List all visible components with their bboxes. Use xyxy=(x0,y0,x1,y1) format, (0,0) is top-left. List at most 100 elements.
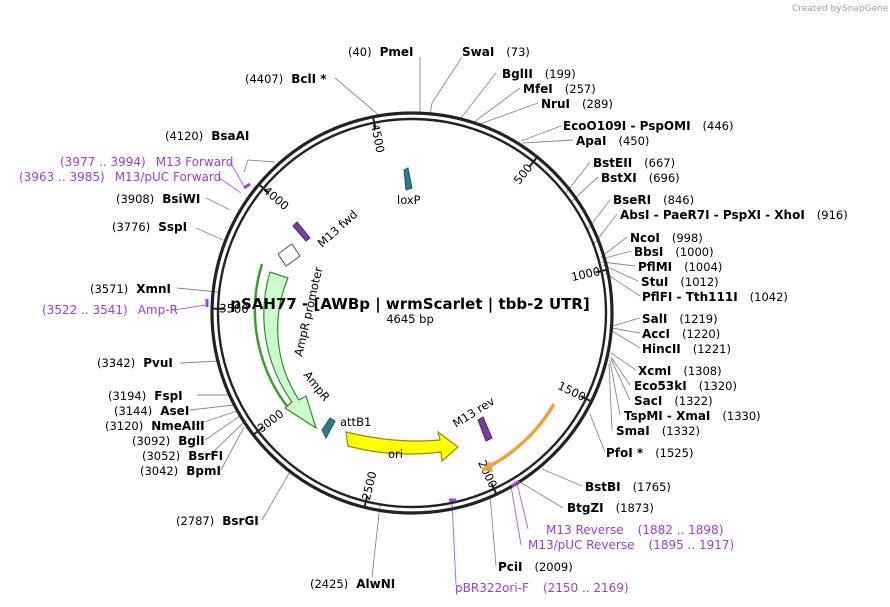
restriction-site-name[interactable]: SacI xyxy=(634,394,662,408)
primer-label[interactable]: (3963 .. 3985)M13/pUC Forward xyxy=(19,170,221,184)
restriction-site[interactable]: (3120)NmeAIII xyxy=(105,419,205,433)
restriction-site[interactable]: (3042)BpmI xyxy=(140,464,221,478)
restriction-site[interactable]: (667)BstEII xyxy=(593,156,675,170)
restriction-site[interactable]: (1221)HincII xyxy=(642,342,731,356)
restriction-site-name[interactable]: AccI xyxy=(642,327,670,341)
restriction-site-name[interactable]: NcoI xyxy=(630,231,660,245)
restriction-site-name[interactable]: BsrGI xyxy=(222,514,259,528)
restriction-site[interactable]: (1765)BstBI xyxy=(585,480,671,494)
m13-rev-feature[interactable] xyxy=(477,416,493,442)
attb1-feature[interactable] xyxy=(321,417,336,440)
restriction-site[interactable]: (1004)PflMI xyxy=(638,260,722,274)
restriction-site[interactable]: (446)EcoO109I - PspOMI xyxy=(563,119,733,133)
restriction-site[interactable]: (450)ApaI xyxy=(576,134,649,148)
restriction-site[interactable]: (289)NruI xyxy=(541,97,613,111)
restriction-site-name[interactable]: XmnI xyxy=(136,282,171,296)
primer-label[interactable]: (1882 .. 1898)M13 Reverse xyxy=(546,523,723,537)
restriction-site[interactable]: (1322)SacI xyxy=(634,394,713,408)
restriction-site-name[interactable]: PciI xyxy=(498,560,523,574)
ampr-feature-arrow[interactable] xyxy=(263,271,318,430)
restriction-site-name[interactable]: MfeI xyxy=(523,82,553,96)
primer-name[interactable]: M13 Forward xyxy=(156,155,234,169)
restriction-site[interactable]: (1525)PfoI * xyxy=(606,446,693,460)
restriction-site-name[interactable]: PfoI * xyxy=(606,446,644,460)
primer-name[interactable]: M13/pUC Forward xyxy=(115,170,222,184)
primer-label[interactable]: (1895 .. 1917)M13/pUC Reverse xyxy=(528,538,734,552)
primer-name[interactable]: Amp-R xyxy=(138,303,178,317)
restriction-site-name[interactable]: EcoO109I - PspOMI xyxy=(563,119,691,133)
restriction-site-name[interactable]: NmeAIII xyxy=(151,419,204,433)
restriction-site[interactable]: (3194)FspI xyxy=(108,389,183,403)
restriction-site[interactable]: (3052)BsrFI xyxy=(142,449,223,463)
restriction-site-name[interactable]: BsaAI xyxy=(211,129,249,143)
primer-site-m13-forward[interactable] xyxy=(243,182,251,190)
restriction-site-name[interactable]: BstBI xyxy=(585,480,621,494)
loxp-feature[interactable] xyxy=(403,167,413,191)
restriction-site-name[interactable]: SalI xyxy=(642,312,667,326)
restriction-site[interactable]: (199)BglII xyxy=(502,67,576,81)
restriction-site-name[interactable]: PvuI xyxy=(143,356,173,370)
restriction-site[interactable]: (3342)PvuI xyxy=(97,356,173,370)
restriction-site[interactable]: (3571)XmnI xyxy=(90,282,171,296)
restriction-site-name[interactable]: PflMI xyxy=(638,260,672,274)
primer-label[interactable]: (2150 .. 2169)pBR322ori-F xyxy=(455,581,629,595)
ampr-promoter-arrow[interactable] xyxy=(277,243,301,267)
restriction-site[interactable]: (916)AbsI - PaeR7I - PspXI - XhoI xyxy=(620,208,848,222)
restriction-site-name[interactable]: BstEII xyxy=(593,156,632,170)
restriction-site-name[interactable]: BseRI xyxy=(613,193,651,207)
restriction-site[interactable]: (2009)PciI xyxy=(498,560,573,574)
restriction-site-name[interactable]: NruI xyxy=(541,97,570,111)
restriction-site[interactable]: (3092)BglI xyxy=(132,434,205,448)
primer-name[interactable]: pBR322ori-F xyxy=(455,581,529,595)
primer-site-m13-reverse[interactable] xyxy=(511,479,520,488)
restriction-site[interactable]: (1320)Eco53kI xyxy=(634,379,737,393)
restriction-site[interactable]: (696)BstXI xyxy=(601,171,680,185)
restriction-site-name[interactable]: SwaI xyxy=(462,45,494,59)
restriction-site[interactable]: (3144)AseI xyxy=(114,404,189,418)
restriction-site[interactable]: (1012)StuI xyxy=(641,275,719,289)
restriction-site[interactable]: (4407)BclI * xyxy=(245,72,327,86)
restriction-site-name[interactable]: BclI * xyxy=(291,72,327,86)
restriction-site-name[interactable]: PflFI - Tth111I xyxy=(642,290,738,304)
restriction-site-name[interactable]: StuI xyxy=(641,275,668,289)
restriction-site-name[interactable]: BglI xyxy=(178,434,204,448)
restriction-site-name[interactable]: PmeI xyxy=(380,45,414,59)
restriction-site-name[interactable]: AlwNI xyxy=(356,577,395,591)
primer-label[interactable]: (3977 .. 3994)M13 Forward xyxy=(60,155,233,169)
restriction-site[interactable]: (1873)BtgZI xyxy=(567,501,654,515)
ori-feature-arrow[interactable] xyxy=(345,430,459,463)
restriction-site-name[interactable]: BstXI xyxy=(601,171,637,185)
primer-label[interactable]: (3522 .. 3541)Amp-R xyxy=(42,303,178,317)
m13-fwd-feature[interactable] xyxy=(292,221,311,242)
restriction-site[interactable]: (1308)XcmI xyxy=(638,364,722,378)
restriction-site[interactable]: (1219)SalI xyxy=(642,312,718,326)
restriction-site[interactable]: (4120)BsaAI xyxy=(165,129,249,143)
restriction-site-name[interactable]: ApaI xyxy=(576,134,606,148)
restriction-site-name[interactable]: FspI xyxy=(154,389,182,403)
restriction-site[interactable]: (257)MfeI xyxy=(523,82,596,96)
restriction-site-name[interactable]: XcmI xyxy=(638,364,671,378)
restriction-site[interactable]: (3908)BsiWI xyxy=(116,192,200,206)
restriction-site[interactable]: (1000)BbsI xyxy=(634,245,714,259)
restriction-site[interactable]: (846)BseRI xyxy=(613,193,694,207)
restriction-site-name[interactable]: SmaI xyxy=(616,424,650,438)
restriction-site[interactable]: (1042)PflFI - Tth111I xyxy=(642,290,788,304)
restriction-site[interactable]: (2425)AlwNI xyxy=(310,577,395,591)
restriction-site-name[interactable]: TspMI - XmaI xyxy=(624,409,710,423)
restriction-site[interactable]: (2787)BsrGI xyxy=(176,514,259,528)
restriction-site[interactable]: (1332)SmaI xyxy=(616,424,700,438)
restriction-site[interactable]: (998)NcoI xyxy=(630,231,703,245)
restriction-site-name[interactable]: Eco53kI xyxy=(634,379,687,393)
restriction-site-name[interactable]: BtgZI xyxy=(567,501,604,515)
restriction-site-name[interactable]: BpmI xyxy=(186,464,221,478)
primer-name[interactable]: M13 Reverse xyxy=(546,523,624,537)
primer-name[interactable]: M13/pUC Reverse xyxy=(528,538,635,552)
restriction-site-name[interactable]: BbsI xyxy=(634,245,663,259)
restriction-site-name[interactable]: BglII xyxy=(502,67,533,81)
restriction-site[interactable]: (73)SwaI xyxy=(462,45,530,59)
restriction-site-name[interactable]: HincII xyxy=(642,342,681,356)
restriction-site-name[interactable]: AbsI - PaeR7I - PspXI - XhoI xyxy=(620,208,805,222)
restriction-site-name[interactable]: SspI xyxy=(158,220,187,234)
restriction-site[interactable]: (1330)TspMI - XmaI xyxy=(624,409,761,423)
restriction-site[interactable]: (1220)AccI xyxy=(642,327,720,341)
